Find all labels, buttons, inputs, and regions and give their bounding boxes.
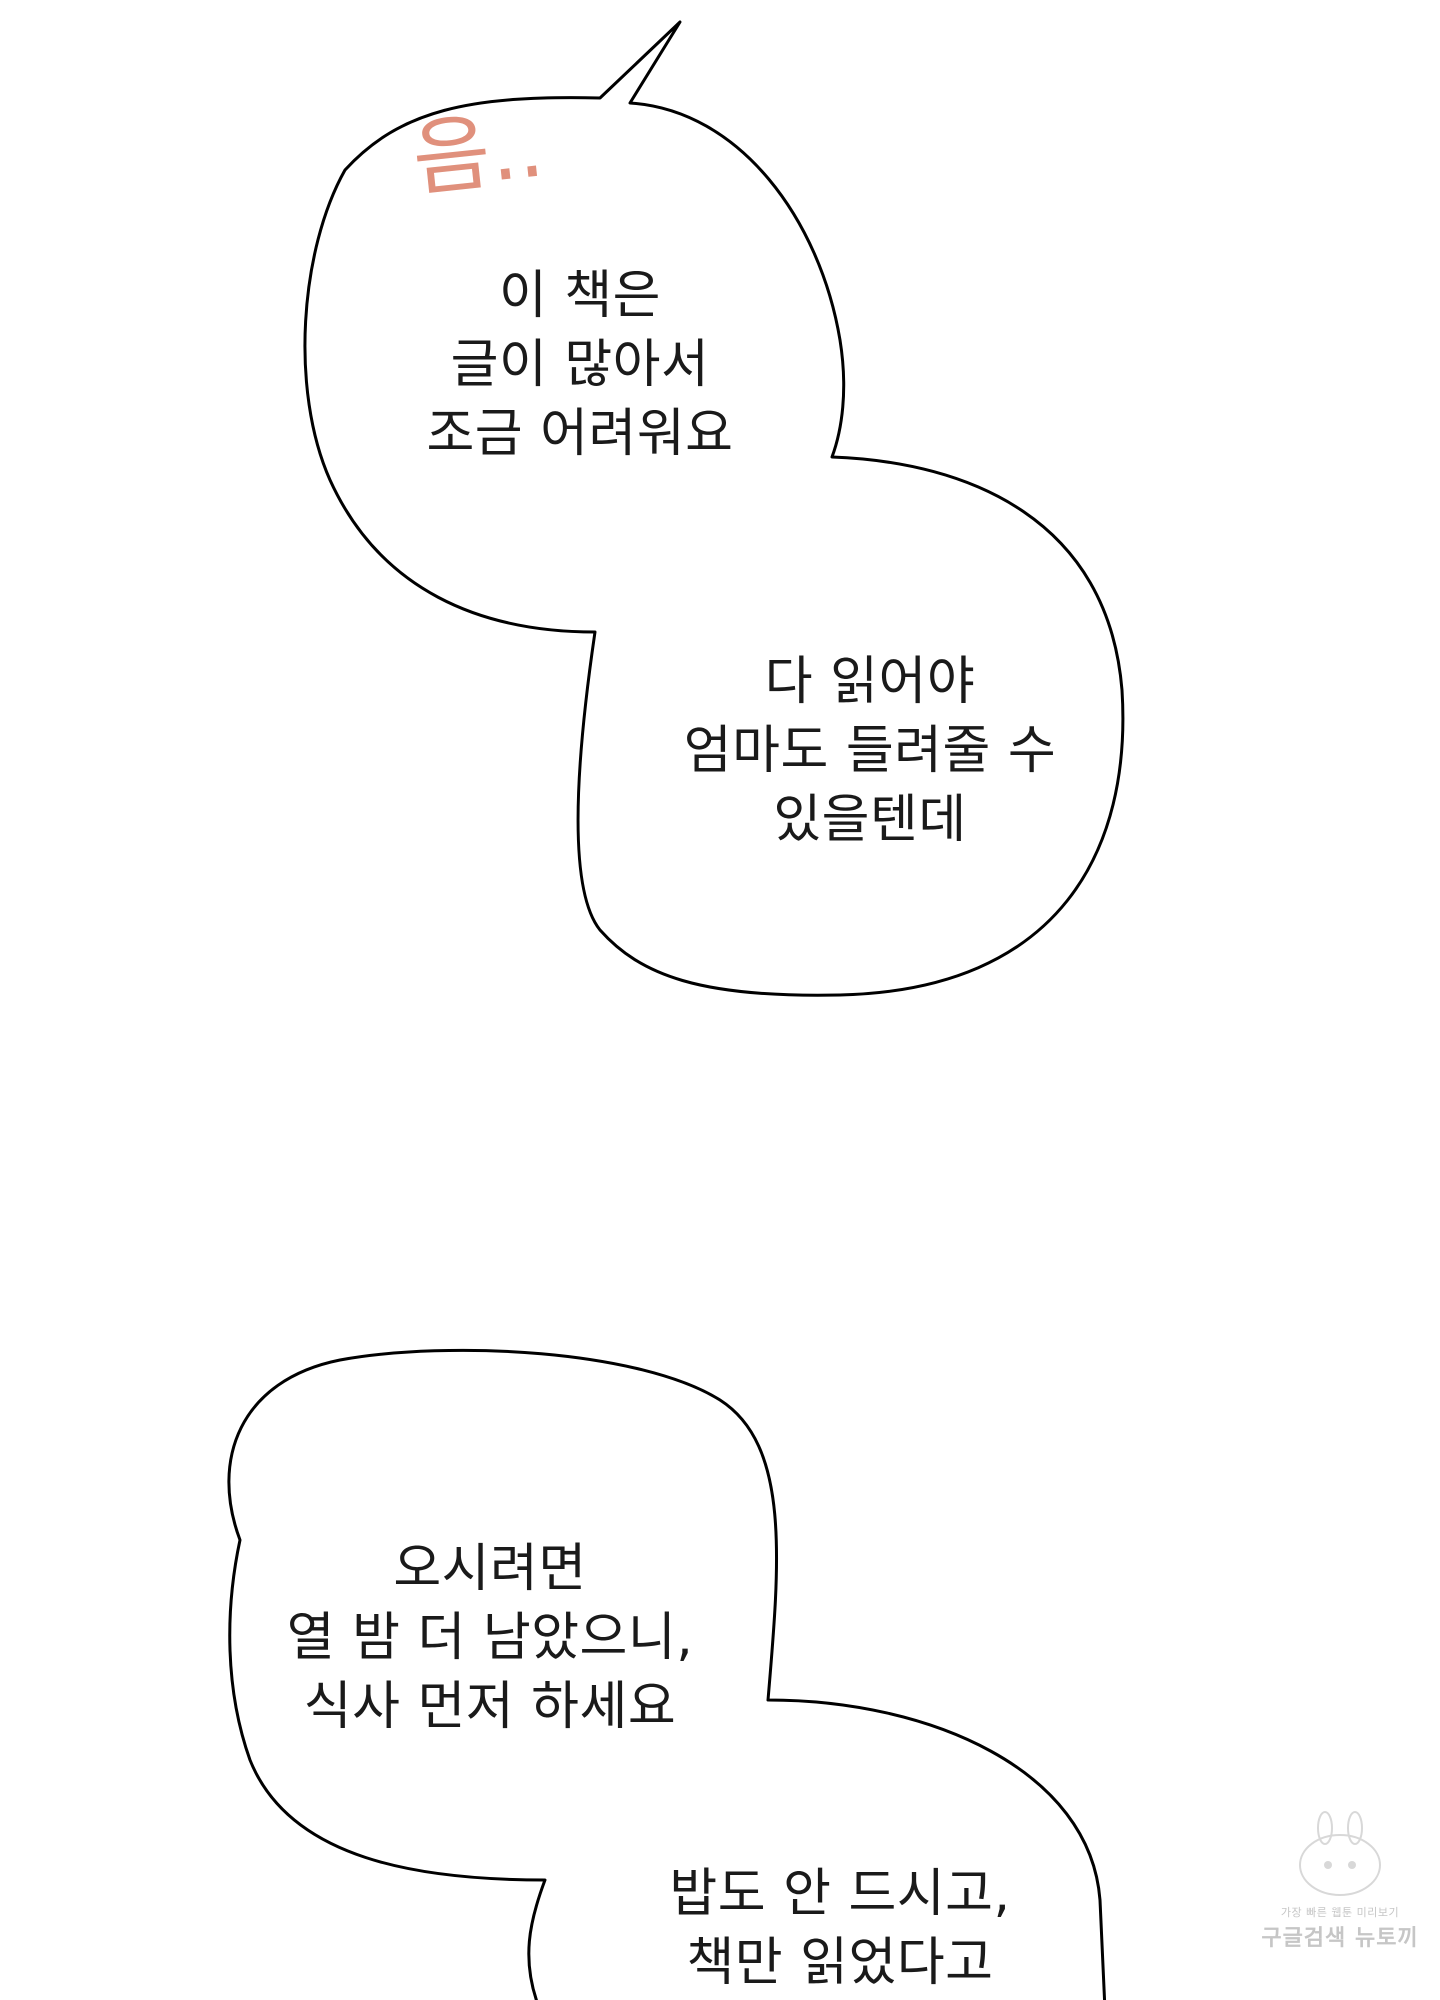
speech-bubble-top-outline — [303, 20, 1125, 997]
bubble2-line-3: 있을텐데 — [773, 790, 967, 850]
bubble2-line-2: 엄마도 들려줄 수 — [683, 721, 1057, 781]
watermark-mascot-icon — [1299, 1811, 1381, 1896]
bubble-text-1: 이 책은 글이 많아서 조금 어려워요 — [400, 262, 760, 469]
bubble3-line-3: 식사 먼저 하세요 — [303, 1677, 677, 1737]
bubble2-line-1: 다 읽어야 — [764, 652, 976, 712]
sfx-label: 음.. — [407, 97, 549, 209]
bubble3-line-2: 열 밤 더 남았으니, — [286, 1608, 694, 1668]
bubble-text-3: 오시려면 열 밤 더 남았으니, 식사 먼저 하세요 — [270, 1535, 710, 1742]
bubble1-line-2: 글이 많아서 — [450, 335, 710, 395]
watermark-site: 구글검색 뉴토끼 — [1261, 1926, 1419, 1951]
sound-effect-text: 음.. — [406, 80, 549, 214]
bubble4-line-2: 책만 읽었다고 — [686, 1933, 994, 1993]
watermark-tagline: 가장 빠른 웹툰 미리보기 — [1280, 1906, 1400, 1919]
bubble-text-4: 밥도 안 드시고, 책만 읽었다고 — [630, 1860, 1050, 1998]
speech-bubble-bottom-outline — [227, 1348, 1107, 2000]
bubble3-line-1: 오시려면 — [393, 1539, 587, 1599]
watermark: 가장 빠른 웹툰 미리보기 구글검색 뉴토끼 — [1255, 1810, 1425, 1952]
bubble1-line-1: 이 책은 — [498, 266, 662, 326]
bubble4-line-1: 밥도 안 드시고, — [669, 1864, 1011, 1924]
bubble-text-2: 다 읽어야 엄마도 들려줄 수 있을텐데 — [650, 648, 1090, 855]
bubble1-line-3: 조금 어려워요 — [426, 404, 734, 464]
